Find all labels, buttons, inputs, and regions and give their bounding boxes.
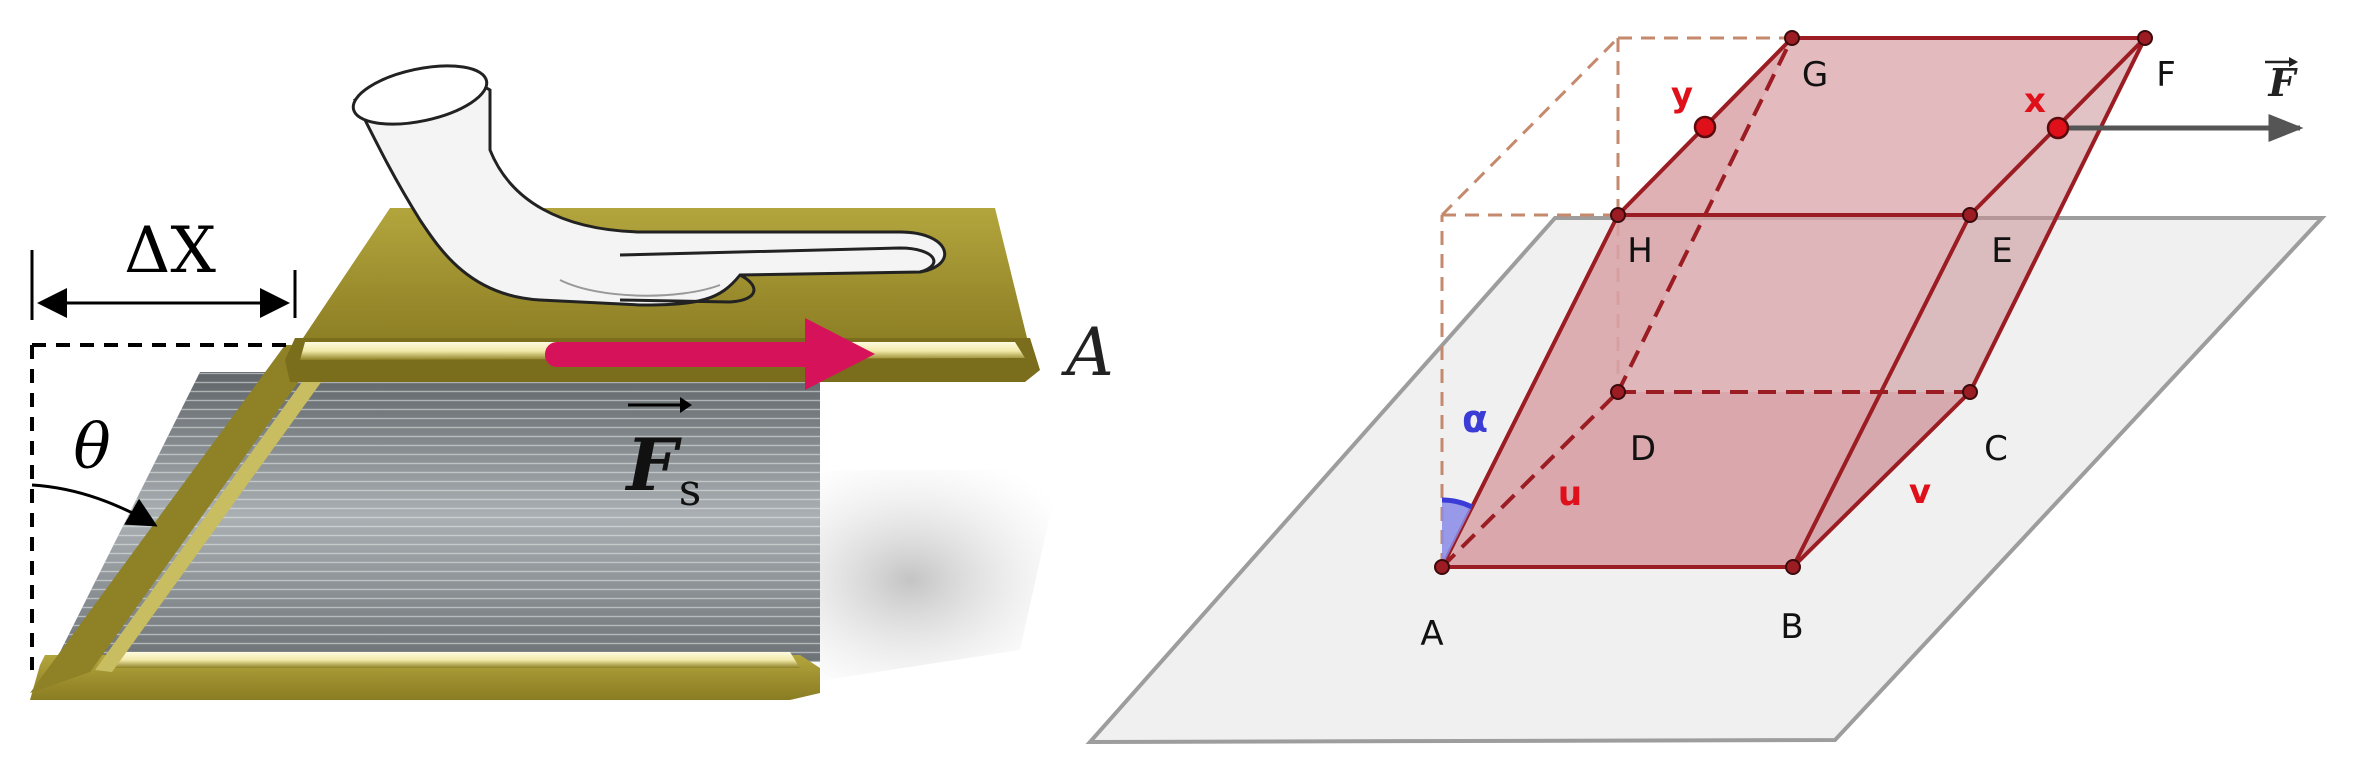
- point-x: [2046, 116, 2070, 140]
- reference-dashed-line: [30, 343, 295, 670]
- edge-label-u: u: [1558, 474, 1582, 514]
- force-label-right: F: [2265, 57, 2299, 105]
- drop-shadow: [760, 470, 1060, 690]
- force-label: F s: [624, 397, 701, 516]
- force-symbol-right: F: [2268, 60, 2299, 105]
- vertex-d: [1610, 384, 1626, 400]
- face-left: [1442, 38, 1792, 567]
- force-subscript: s: [679, 465, 702, 516]
- vertex-label-e: E: [1991, 231, 2012, 271]
- vertex-points: [1434, 30, 2153, 575]
- force-arrow-head: [805, 318, 875, 390]
- bottom-plate-highlight: [100, 652, 800, 668]
- left-plate-inner: [95, 350, 340, 672]
- vertex-f: [2137, 30, 2153, 46]
- theta-arc: [31, 483, 158, 527]
- vertex-g: [1784, 30, 1800, 46]
- vertex-label-b: B: [1780, 607, 1803, 647]
- vertex-label-h: H: [1627, 231, 1653, 271]
- force-symbol: F: [624, 422, 682, 507]
- edge-label-v: v: [1909, 472, 1931, 512]
- vertex-label-d: D: [1630, 429, 1656, 469]
- hand-icon: [351, 64, 947, 307]
- shear-figure: ΔX θ A F s: [30, 64, 1114, 700]
- theta-label: θ: [73, 410, 110, 483]
- vertex-c: [1962, 384, 1978, 400]
- vertex-label-a: A: [1420, 614, 1443, 654]
- vertex-b: [1785, 559, 1801, 575]
- angle-alpha-label: α: [1462, 397, 1488, 441]
- vertex-a: [1434, 559, 1450, 575]
- face-bottom: [1442, 392, 1970, 567]
- angle-alpha-wedge: [1442, 499, 1472, 567]
- vertex-label-g: G: [1802, 55, 1828, 95]
- area-label: A: [1060, 314, 1114, 391]
- delta-x-label: ΔX: [124, 214, 216, 288]
- parallelepiped-figure: α F A B C D E F G: [1085, 30, 2327, 745]
- point-label-y: y: [1671, 75, 1693, 115]
- point-label-x: x: [2024, 81, 2046, 121]
- force-arrow-shaft: [545, 342, 820, 367]
- vertex-label-c: C: [1984, 429, 2008, 469]
- vertex-label-f: F: [2156, 55, 2176, 95]
- vertex-e: [1962, 207, 1978, 223]
- left-plate: [30, 345, 325, 693]
- angle-alpha-arc: [1441, 497, 1474, 510]
- vertex-h: [1610, 207, 1626, 223]
- point-y: [1693, 115, 1717, 139]
